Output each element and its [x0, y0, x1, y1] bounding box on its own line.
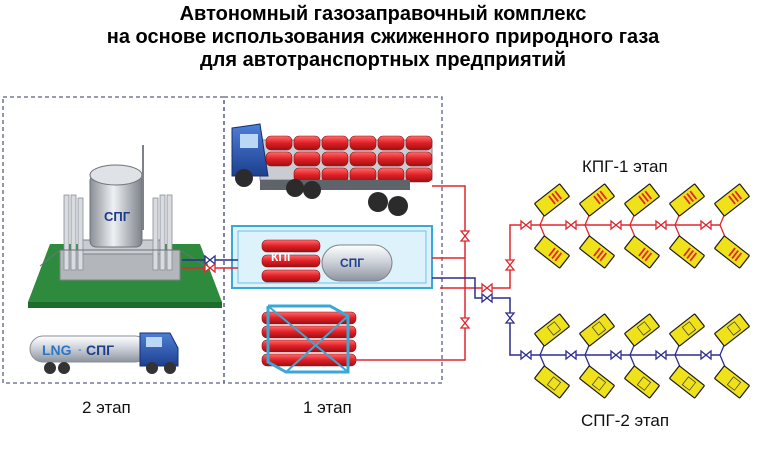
cng-valve-4 [505, 259, 515, 271]
stage1-frame [223, 96, 443, 384]
lng-dispenser [533, 365, 571, 399]
lng-section-label: СПГ-2 этап [581, 411, 670, 430]
storage-tank-label: СПГ [104, 209, 131, 224]
cng-dispenser [623, 234, 661, 270]
cng-trailer-truck [231, 123, 433, 216]
cng-dispenser [533, 182, 571, 218]
container-spg-label: СПГ [340, 256, 364, 270]
container-cng-label: КПГ [271, 250, 294, 264]
cng-dispenser [578, 234, 616, 270]
title-line-3: для автотранспортных предприятий [199, 49, 566, 71]
lng-dispenser [533, 313, 571, 347]
lng-dispenser [668, 313, 706, 347]
stage1-label: 1 этап [303, 398, 352, 417]
lng-dispenser-group [520, 313, 751, 399]
lng-dispenser [713, 313, 751, 347]
cng-valve-3 [481, 283, 493, 293]
title-line-1: Автономный газозаправочный комплекс [179, 3, 587, 25]
lng-dispenser [578, 313, 616, 347]
truck-spg-label: СПГ [86, 342, 114, 358]
cng-dispenser [533, 234, 571, 270]
cng-valve-2 [460, 317, 470, 329]
svg-text:-: - [78, 344, 82, 356]
lng-storage-station: СПГ [28, 145, 222, 308]
cng-dispenser-group [520, 182, 751, 270]
cng-dispenser [713, 182, 751, 218]
stage2-label: 2 этап [82, 398, 131, 417]
lng-dispenser [623, 313, 661, 347]
lng-valve-1 [481, 293, 493, 303]
lng-tanker-truck: LNG - СПГ [29, 332, 179, 374]
cng-dispenser [623, 182, 661, 218]
cng-dispenser [668, 182, 706, 218]
lng-dispenser [713, 365, 751, 399]
lng-dispenser [578, 365, 616, 399]
lng-valve-2 [505, 312, 515, 324]
storage-container: КПГ СПГ [231, 225, 433, 289]
cng-dispenser [668, 234, 706, 270]
cng-valve-1 [460, 230, 470, 242]
transfer-piping [182, 255, 238, 273]
cng-dispenser [713, 234, 751, 270]
cng-section-label: КПГ-1 этап [582, 157, 668, 176]
lng-dispenser [623, 365, 661, 399]
truck-lng-label: LNG [42, 342, 72, 358]
lng-dispenser [668, 365, 706, 399]
cng-cylinder-rack [261, 304, 357, 374]
diagram-title: Автономный газозаправочный комплекс на о… [0, 3, 766, 72]
cng-dispenser [578, 182, 616, 218]
title-line-2: на основе использования сжиженного приро… [106, 26, 660, 48]
